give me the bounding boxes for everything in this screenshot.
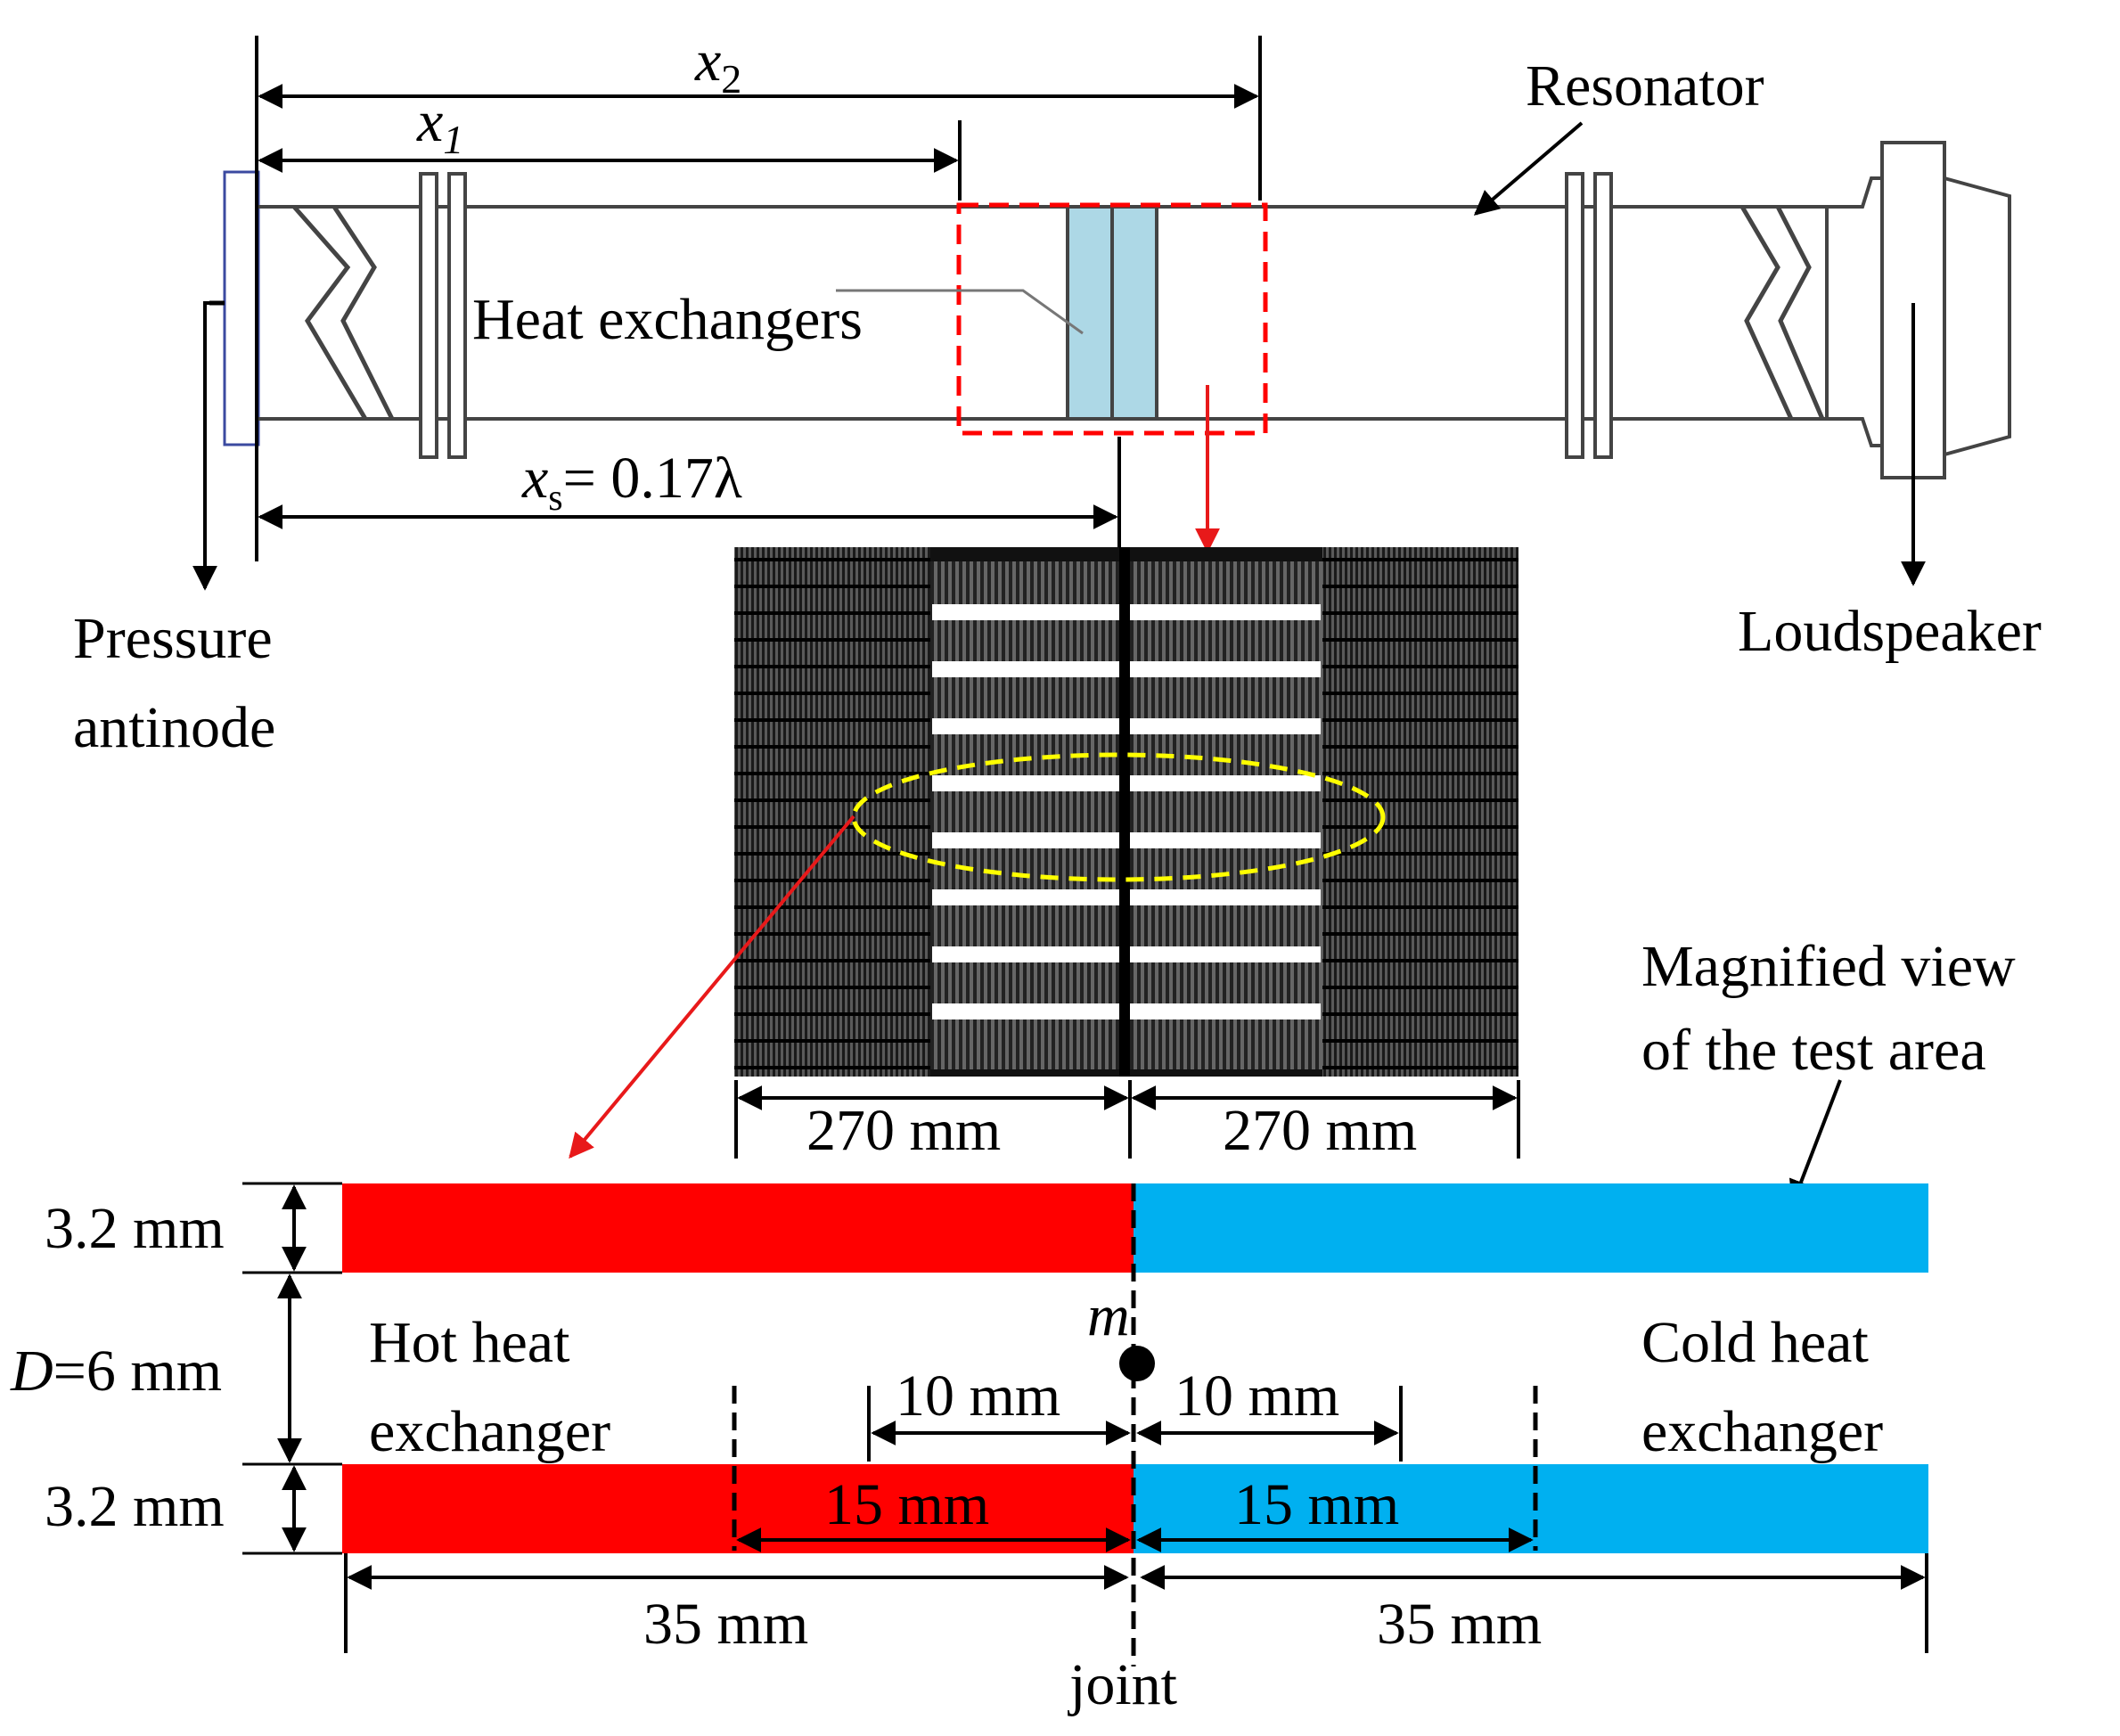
hot-exchanger-label: Hot heat — [369, 1310, 569, 1375]
spacing-label: D=6 mm — [10, 1339, 222, 1404]
point-m-label: m — [1087, 1283, 1130, 1348]
dim-10-right: 10 mm — [1175, 1363, 1339, 1429]
hot-plate-top — [342, 1183, 1134, 1273]
plate-thickness-bottom: 3.2 mm — [45, 1474, 225, 1539]
stack-photo — [734, 547, 1518, 1077]
dim-15-left: 15 mm — [824, 1472, 989, 1537]
measurement-point-m — [1119, 1346, 1155, 1381]
dim-10-left: 10 mm — [896, 1363, 1060, 1429]
dim-35-left: 35 mm — [643, 1592, 808, 1657]
magnified-view-label: Magnified view — [1641, 934, 2016, 999]
dim-270-right: 270 mm — [1223, 1098, 1417, 1163]
joint-label: joint — [1068, 1652, 1177, 1717]
hot-exchanger-label-2: exchanger — [369, 1399, 610, 1464]
plate-thickness-top: 3.2 mm — [45, 1196, 225, 1261]
pressure-antinode-label-2: antinode — [73, 695, 275, 760]
pressure-antinode-label: Pressure — [73, 606, 273, 671]
stack-heat-exchangers — [1066, 205, 1158, 421]
cold-exchanger-label-2: exchanger — [1641, 1399, 1883, 1464]
dim-270-left: 270 mm — [806, 1098, 1001, 1163]
xs-label: xs= 0.17λ — [521, 446, 742, 519]
dim-15-right: 15 mm — [1234, 1472, 1399, 1537]
x2-label: x2 — [694, 29, 741, 102]
dim-35-right: 35 mm — [1377, 1592, 1542, 1657]
cold-exchanger-label: Cold heat — [1641, 1310, 1869, 1375]
cold-plate-top — [1134, 1183, 1928, 1273]
magnified-view-label-2: of the test area — [1641, 1018, 1986, 1083]
x1-label: x1 — [416, 89, 463, 162]
resonator-label: Resonator — [1526, 53, 1764, 119]
loudspeaker-label: Loudspeaker — [1738, 599, 2042, 664]
end-cap — [223, 170, 260, 446]
test-area-highlight — [956, 202, 1268, 436]
highlight-ellipse — [851, 752, 1386, 882]
heat-exchangers-label: Heat exchangers — [472, 287, 863, 352]
resonator-tube — [209, 141, 2011, 479]
